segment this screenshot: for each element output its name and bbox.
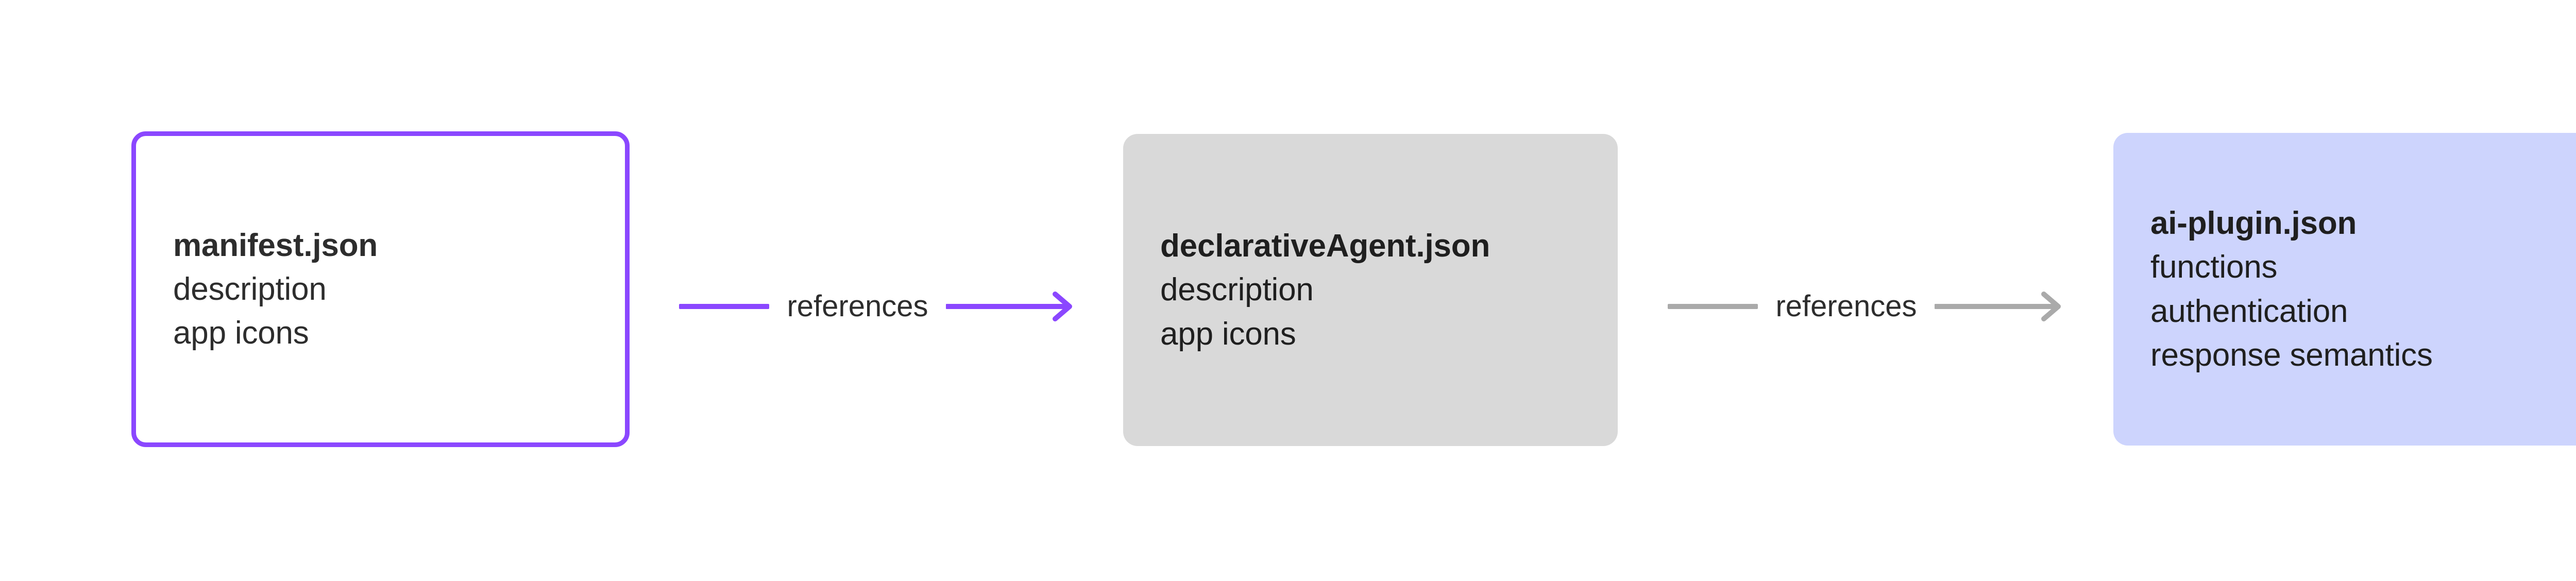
node-detail-line: app icons <box>1160 316 1296 352</box>
edge-line-segment <box>1668 304 1758 309</box>
edge-line-segment <box>679 304 770 309</box>
node-manifest-json[interactable]: manifest.json description app icons <box>131 131 630 447</box>
node-detail-line: description <box>173 271 327 307</box>
node-title: declarativeAgent.json <box>1160 228 1490 264</box>
edge-label: references <box>787 289 928 323</box>
node-title: ai-plugin.json <box>2150 206 2357 242</box>
node-ai-plugin-json[interactable]: ai-plugin.json functions authentication … <box>2113 133 2576 446</box>
node-detail-line: description <box>1160 272 1314 308</box>
edge-manifest-to-declarative-agent: references <box>635 268 1124 345</box>
node-declarative-agent-json[interactable]: declarativeAgent.json description app ic… <box>1123 134 1618 446</box>
node-detail-line: response semantics <box>2150 337 2433 373</box>
node-detail-line: authentication <box>2150 293 2348 329</box>
edge-label: references <box>1775 289 1917 323</box>
arrow-right-icon <box>945 290 1080 323</box>
node-detail-line: app icons <box>173 315 309 351</box>
node-title: manifest.json <box>173 227 378 263</box>
node-detail-line: functions <box>2150 249 2278 285</box>
arrow-right-icon <box>1934 290 2069 323</box>
edge-declarative-agent-to-ai-plugin: references <box>1623 268 2113 345</box>
